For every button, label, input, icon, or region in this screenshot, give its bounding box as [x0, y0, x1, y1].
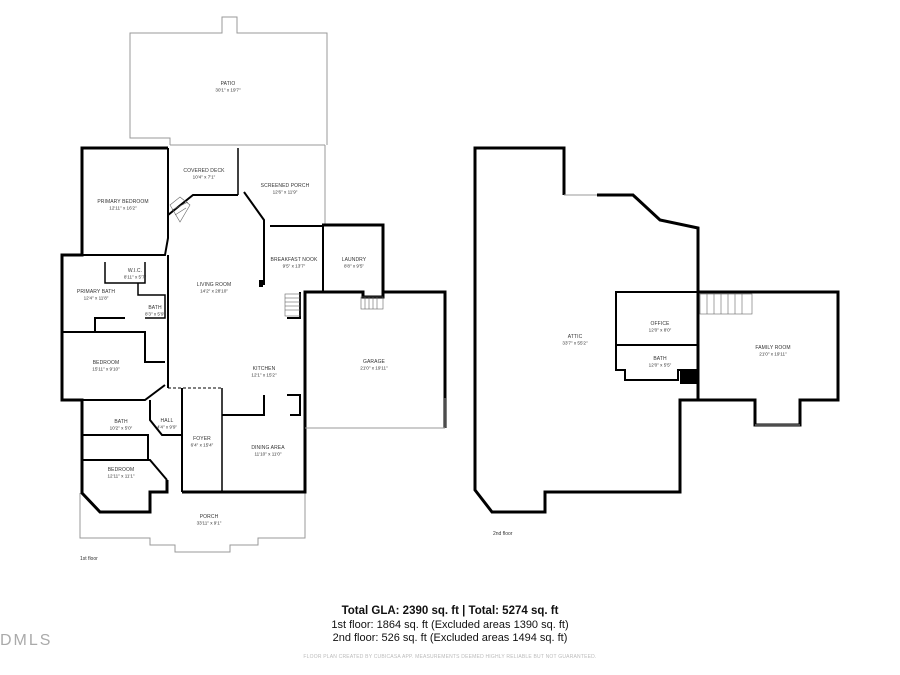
attic-outline: [473, 146, 700, 514]
room-name-label: SCREENED PORCH: [261, 183, 310, 189]
room-dimension-label: 12'1" x 15'2": [251, 373, 277, 378]
room-dimension-label: 9'5" x 13'7": [283, 264, 306, 269]
family-room-walls: [698, 290, 840, 427]
cubicasa-credit: FLOOR PLAN CREATED BY CUBICASA APP. MEAS…: [303, 654, 597, 660]
room-dimension-label: 21'0" x 19'11": [759, 352, 787, 357]
room-name-label: LIVING ROOM: [197, 282, 231, 288]
bedroom-south-wall: [82, 384, 166, 401]
room-name-label: BATH: [114, 419, 128, 425]
kitchen-east-wall: [287, 292, 301, 319]
first-floor-area: 1st floor: 1864 sq. ft (Excluded areas 1…: [331, 619, 569, 631]
room-dimension-label: 12'11" x 11'1": [107, 474, 134, 479]
room-name-label: PORCH: [200, 514, 219, 520]
room-name-label: BEDROOM: [108, 467, 135, 473]
mls-watermark: DMLS: [0, 632, 53, 649]
room-dimension-label: 10'4" x 7'1": [193, 175, 216, 180]
room-dimension-label: 15'11" x 9'10": [92, 367, 120, 372]
patio-outline: [129, 16, 328, 145]
room-name-label: FAMILY ROOM: [755, 345, 790, 351]
chimney: [680, 370, 697, 384]
screened-porch-wall: [243, 191, 265, 285]
stairs-first-floor: [169, 196, 384, 317]
room-dimension-label: 8'3" x 5'9": [145, 312, 165, 317]
room-name-label: OFFICE: [651, 321, 670, 327]
room-name-label: BREAKFAST NOOK: [271, 257, 318, 263]
second-floor-area: 2nd floor: 526 sq. ft (Excluded areas 14…: [332, 632, 568, 644]
room-dimension-label: 6'4" x 15'4": [191, 443, 214, 448]
room-name-label: W.I.C.: [128, 268, 142, 274]
kitchen-south-wall: [287, 394, 301, 416]
room-dimension-label: 14'2" x 28'10": [200, 289, 228, 294]
room-name-label: BATH: [653, 356, 667, 362]
bedroom-north-wall: [62, 331, 165, 363]
wic-wall: [104, 262, 146, 284]
room-dimension-label: 33'7" x 55'2": [562, 341, 588, 346]
porch-rail: [79, 493, 306, 553]
bedroom2-wall: [82, 459, 168, 481]
room-name-label: BEDROOM: [93, 360, 120, 366]
laundry-walls: [322, 223, 385, 297]
room-name-label: HALL: [161, 418, 174, 424]
room-name-label: GARAGE: [363, 359, 386, 365]
room-name-label: ATTIC: [568, 334, 583, 340]
room-dimension-label: 12'6" x 11'9": [273, 190, 298, 195]
room-name-label: COVERED DECK: [183, 168, 225, 174]
room-dimension-label: 12'0" x 8'0": [649, 328, 672, 333]
room-name-label: PATIO: [221, 81, 236, 87]
primary-bath-south-wall: [62, 317, 125, 333]
hall-walls: [149, 400, 182, 436]
room-name-label: PRIMARY BATH: [77, 289, 115, 295]
primary-bedroom-wall: [82, 200, 169, 256]
room-dimension-label: 33'11" x 9'1": [197, 521, 222, 526]
room-dimension-label: 30'1" x 19'7": [215, 88, 241, 93]
room-name-label: FOYER: [193, 436, 211, 442]
room-dimension-label: 12'11" x 16'2": [109, 206, 137, 211]
office-walls: [615, 291, 698, 346]
total-area-summary: Total GLA: 2390 sq. ft | Total: 5274 sq.…: [341, 605, 559, 617]
dining-north-wall: [222, 395, 265, 416]
room-name-label: BATH: [148, 305, 162, 311]
room-name-label: LAUNDRY: [342, 257, 367, 263]
room-dimension-label: 11'10" x 11'0": [254, 452, 281, 457]
deck-wall: [167, 148, 238, 218]
room-name-label: DINING AREA: [251, 445, 285, 451]
bath-2f-walls: [615, 345, 698, 381]
room-dimension-label: 8'8" x 9'5": [344, 264, 364, 269]
first-floor-label: 1st floor: [80, 556, 98, 562]
bath-wall: [137, 283, 166, 319]
bath2-walls: [82, 434, 149, 460]
room-dimension-label: 8'11" x 5'7": [124, 275, 147, 280]
stairs-second-floor: [699, 293, 753, 315]
room-dimension-label: 10'2" x 5'0": [110, 426, 133, 431]
room-name-label: KITCHEN: [253, 366, 276, 372]
second-floor-label: 2nd floor: [493, 531, 513, 537]
room-dimension-label: 12'4" x 11'8": [84, 296, 109, 301]
room-name-label: PRIMARY BEDROOM: [97, 199, 148, 205]
room-dimension-label: 4'4" x 9'9": [157, 425, 177, 430]
room-dimension-label: 12'0" x 5'5": [649, 363, 672, 368]
fireplace: [259, 280, 263, 287]
room-dimension-label: 21'0" x 19'11": [360, 366, 388, 371]
front-wall: [182, 428, 307, 494]
